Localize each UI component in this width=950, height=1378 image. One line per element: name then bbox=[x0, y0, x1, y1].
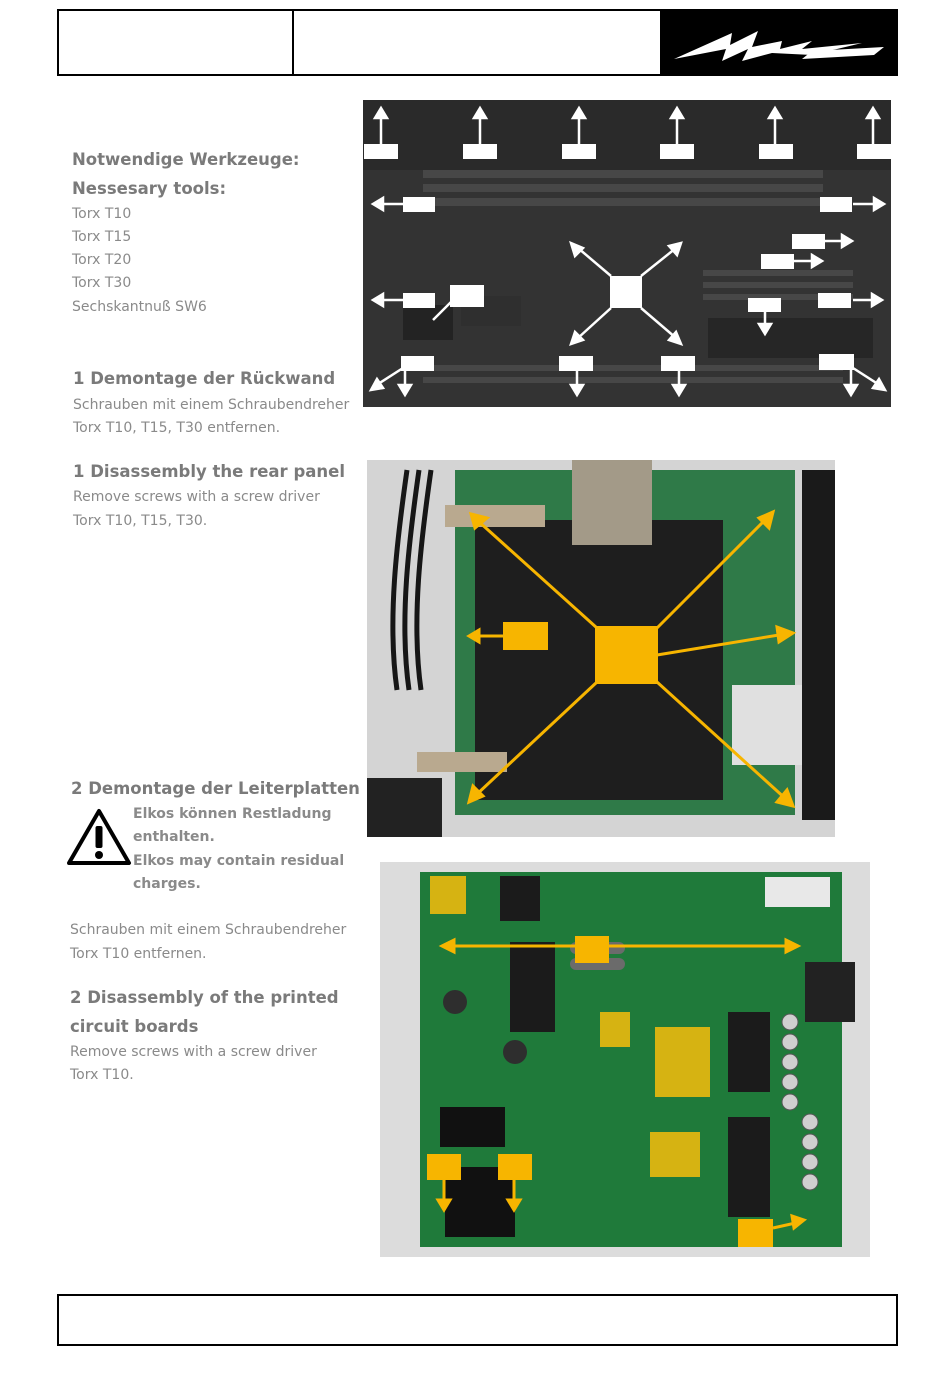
warning-text-de: Elkos können Restladung bbox=[133, 806, 332, 822]
step1-text-de: Torx T10, T15, T30 entfernen. bbox=[73, 420, 281, 436]
metz-logo-icon bbox=[674, 31, 884, 61]
step2-text-de: Schrauben mit einem Schraubendreher bbox=[70, 922, 347, 938]
step2-text-en: Torx T10. bbox=[70, 1067, 134, 1083]
mainboard-photo bbox=[367, 460, 835, 837]
page-header bbox=[57, 9, 898, 76]
header-divider bbox=[292, 11, 294, 74]
warning-text-en: charges. bbox=[133, 876, 201, 892]
step1-text-en: Torx T10, T15, T30. bbox=[73, 513, 208, 529]
step2-title-en: circuit boards bbox=[70, 1017, 199, 1036]
step2-title-de: 2 Demontage der Leiterplatten bbox=[71, 779, 360, 798]
tool-item: Torx T15 bbox=[72, 229, 132, 245]
tool-item: Sechskantnuß SW6 bbox=[72, 299, 207, 315]
power-board-illustration bbox=[380, 862, 870, 1257]
brand-logo bbox=[662, 11, 896, 74]
tools-heading-de: Notwendige Werkzeuge: bbox=[72, 150, 300, 169]
step1-title-en: 1 Disassembly the rear panel bbox=[73, 462, 345, 481]
warning-triangle-icon bbox=[67, 809, 131, 865]
mainboard-illustration bbox=[367, 460, 835, 837]
tool-item: Torx T20 bbox=[72, 252, 132, 268]
warning-text-en: Elkos may contain residual bbox=[133, 853, 345, 869]
step2-text-de: Torx T10 entfernen. bbox=[70, 946, 207, 962]
rear-panel-photo bbox=[363, 100, 891, 407]
page-footer bbox=[57, 1294, 898, 1346]
step1-text-de: Schrauben mit einem Schraubendreher bbox=[73, 397, 350, 413]
step1-text-en: Remove screws with a screw driver bbox=[73, 489, 320, 505]
step1-title-de: 1 Demontage der Rückwand bbox=[73, 369, 336, 388]
tools-heading-en: Nessesary tools: bbox=[72, 179, 227, 198]
rear-panel-illustration bbox=[363, 100, 891, 407]
warning-text-de: enthalten. bbox=[133, 829, 215, 845]
header-divider bbox=[660, 11, 662, 74]
step2-text-en: Remove screws with a screw driver bbox=[70, 1044, 317, 1060]
power-board-photo bbox=[380, 862, 870, 1257]
tool-item: Torx T10 bbox=[72, 206, 132, 222]
step2-title-en: 2 Disassembly of the printed bbox=[70, 988, 339, 1007]
tool-item: Torx T30 bbox=[72, 275, 132, 291]
